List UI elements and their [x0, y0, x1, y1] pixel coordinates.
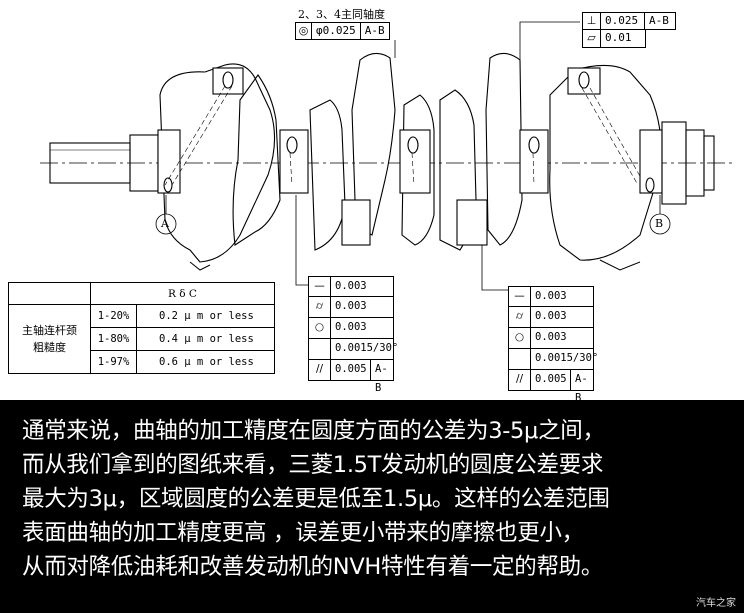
- tolerance-value: 0.0015/30°: [335, 342, 399, 354]
- tolerance-value: 0.003: [335, 300, 367, 312]
- coaxiality-value: φ0.025: [312, 23, 361, 39]
- watermark: 汽车之家: [696, 598, 736, 609]
- datum-a-label: A: [161, 217, 169, 230]
- coaxiality-datum: A-B: [364, 24, 385, 37]
- tolerance-value: 0.0015/30°: [535, 352, 599, 364]
- tolerance-row: //0.005 A-B: [308, 360, 394, 394]
- tolerance-symbol-icon: [309, 339, 331, 359]
- table-row: 1-97% 0.6 μ m or less: [9, 350, 275, 374]
- roughness-table: R δ C 主轴连杆颈 粗糙度 1-20% 0.2 μ m or less 1-…: [8, 282, 275, 374]
- crankshaft-drawing: 2、3、4主同轴度 ◎ φ0.025 A-B ⊥ 0.025 A-B ▱ 0.0…: [8, 8, 736, 404]
- coaxiality-frame: ◎ φ0.025 A-B: [295, 22, 390, 40]
- flatness-icon: ▱: [583, 30, 601, 47]
- table-cell-value: 0.6 μ m or less: [136, 350, 275, 374]
- coaxiality-symbol: ◎: [296, 23, 312, 39]
- tolerance-datum: A-B: [575, 373, 588, 404]
- tolerance-row: 0.0015/30°: [308, 339, 399, 360]
- crank-flange: [661, 121, 715, 205]
- tolerance-symbol-icon: ⌭: [509, 307, 531, 327]
- caption-line: 通常来说，曲轴的加工精度在圆度方面的公差为3-5μ之间，: [22, 418, 605, 444]
- table-row: 主轴连杆颈 粗糙度 1-20% 0.2 μ m or less: [8, 304, 275, 374]
- tolerance-symbol-icon: —: [509, 287, 531, 306]
- tolerance-value: 0.005: [331, 360, 371, 380]
- tolerance-row: ○ 0.003: [508, 328, 594, 349]
- crank-web-4: [439, 52, 549, 251]
- crankshaft-svg: [40, 21, 736, 291]
- tolerance-value: 0.003: [535, 331, 567, 343]
- crank-web-5: [549, 64, 663, 261]
- tolerance-row: //0.005 A-B: [508, 370, 594, 404]
- tolerance-symbol-icon: [509, 349, 531, 369]
- tolerance-symbol-icon: //: [509, 370, 531, 390]
- datum-b-label: B: [655, 217, 664, 230]
- frame-datum: A-B: [649, 14, 669, 27]
- right-tolerance-group: — 0.003 ⌭ 0.003 ○ 0.003 0.0015/30° //0.005 A-B: [508, 286, 599, 404]
- tolerance-symbol-icon: ○: [309, 318, 331, 338]
- caption-line: 最大为3μ，区域圆度的公差更是低至1.5μ。这样的公差范围: [22, 486, 610, 512]
- tolerance-row: — 0.003: [308, 276, 394, 297]
- tolerance-row: ⌭ 0.003: [308, 297, 394, 318]
- tolerance-value: 0.003: [335, 321, 367, 333]
- caption-panel: 通常来说，曲轴的加工精度在圆度方面的公差为3-5μ之间， 而从我们拿到的图纸来看…: [0, 400, 744, 613]
- crank-web-1: [157, 63, 276, 263]
- crank-snout: [49, 134, 159, 192]
- table-header: R δ C: [90, 282, 275, 305]
- table-cell-value: 0.2 μ m or less: [136, 304, 275, 328]
- tolerance-value: 0.003: [335, 280, 367, 292]
- tolerance-value: 0.003: [535, 290, 567, 302]
- tolerance-row: — 0.003: [508, 286, 594, 307]
- frame-value: 0.025: [601, 13, 645, 29]
- frame-row: ▱ 0.01: [582, 30, 646, 48]
- tolerance-symbol-icon: —: [309, 277, 331, 296]
- tolerance-row: 0.0015/30°: [508, 349, 599, 370]
- table-cell-range: 1-97%: [90, 350, 137, 374]
- crank-lower-outline: [189, 259, 641, 271]
- tolerance-symbol-icon: //: [309, 360, 331, 380]
- table-header-row: R δ C: [8, 282, 275, 305]
- crank-web-2: [232, 74, 346, 251]
- tolerance-symbol-icon: ⌭: [309, 297, 331, 317]
- frame-value: 0.01: [605, 31, 632, 44]
- perpendicularity-icon: ⊥: [583, 13, 601, 29]
- main-journal-note: 2、3、4主同轴度: [298, 8, 385, 21]
- tolerance-row: ○ 0.003: [308, 318, 394, 339]
- caption-line: 从而对降低油耗和改善发动机的NVH特性有着一定的帮助。: [22, 554, 604, 580]
- left-tolerance-group: — 0.003 ⌭ 0.003 ○ 0.003 0.0015/30° //0.005 A-B: [308, 276, 399, 394]
- table-cell-value: 0.4 μ m or less: [136, 327, 275, 351]
- tolerance-symbol-icon: ○: [509, 328, 531, 348]
- table-row-label: 主轴连杆颈 粗糙度: [8, 304, 91, 374]
- frame-row: ⊥ 0.025 A-B: [582, 12, 676, 30]
- caption-line: 表面曲轴的加工精度更高 ，误差更小带来的摩擦也更小，: [22, 520, 584, 546]
- tolerance-row: ⌭ 0.003: [508, 307, 594, 328]
- table-row: 1-80% 0.4 μ m or less: [9, 327, 275, 351]
- table-cell-range: 1-20%: [90, 304, 137, 328]
- tolerance-datum: A-B: [375, 363, 388, 394]
- top-right-frame: ⊥ 0.025 A-B ▱ 0.01: [582, 12, 676, 48]
- tolerance-value: 0.003: [535, 310, 567, 322]
- crank-web-3: [341, 52, 435, 246]
- caption-line: 而从我们拿到的图纸来看，三菱1.5T发动机的圆度公差要求: [22, 452, 604, 478]
- table-corner: [8, 282, 91, 305]
- leader-lines: [155, 21, 671, 291]
- tolerance-value: 0.005: [531, 370, 571, 390]
- table-cell-range: 1-80%: [90, 327, 137, 351]
